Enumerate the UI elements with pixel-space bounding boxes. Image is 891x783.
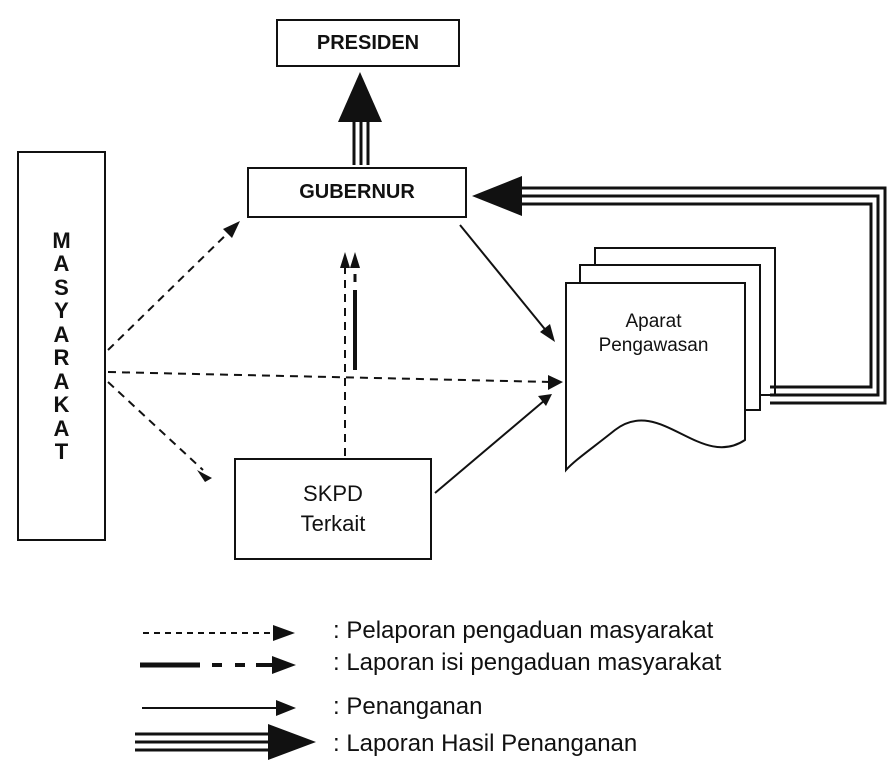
aparat-document-stack: [565, 247, 776, 473]
legend-line-solid: [142, 700, 296, 716]
legend-label-solid: : Penanganan: [333, 693, 483, 720]
masyarakat-letter: Y: [54, 298, 69, 323]
masyarakat-letter: R: [53, 345, 70, 370]
legend-line-dashdot: [140, 656, 296, 674]
dashdot-arrow-skpd-gubernur: [340, 252, 360, 370]
legend-line-double: [135, 724, 316, 760]
masyarakat-letter: A: [53, 368, 70, 394]
legend-label-double: : Laporan Hasil Penanganan: [333, 730, 638, 757]
masyarakat-letter: A: [53, 415, 70, 441]
solid-arrowheads: [538, 324, 555, 406]
aparat-label-line1: Aparat: [625, 311, 682, 332]
masyarakat-letter: S: [54, 274, 69, 300]
masyarakat-box: M A S Y A R A K A T: [17, 151, 106, 541]
dotted-arrowheads: [197, 221, 563, 482]
gubernur-box: GUBERNUR: [247, 167, 467, 218]
report-arrow-gubernur-presiden: [338, 72, 382, 165]
aparat-label-line2: Pengawasan: [598, 335, 709, 356]
legend-label-dashdot: : Laporan isi pengaduan masyarakat: [333, 649, 722, 676]
solid-arrows-penanganan: [434, 224, 549, 494]
dotted-arrows-masyarakat: [107, 227, 553, 471]
masyarakat-letter: T: [54, 439, 69, 464]
skpd-label-line2: Terkait: [300, 511, 366, 536]
skpd-box: SKPD Terkait: [234, 458, 432, 560]
presiden-label: PRESIDEN: [316, 31, 420, 54]
aparat-pengawasan-label: Aparat Pengawasan: [566, 310, 741, 358]
legend-label-dotted: : Pelaporan pengaduan masyarakat: [333, 617, 714, 644]
masyarakat-letter: A: [53, 251, 70, 276]
report-arrow-aparat-gubernur: [472, 176, 887, 405]
skpd-label-line1: SKPD: [303, 481, 363, 506]
masyarakat-letter: A: [53, 321, 70, 347]
masyarakat-letter: K: [53, 392, 70, 417]
gubernur-label: GUBERNUR: [299, 181, 415, 203]
legend-line-dotted: [143, 625, 295, 641]
presiden-box: PRESIDEN: [276, 19, 460, 67]
masyarakat-letter: M: [52, 227, 71, 253]
